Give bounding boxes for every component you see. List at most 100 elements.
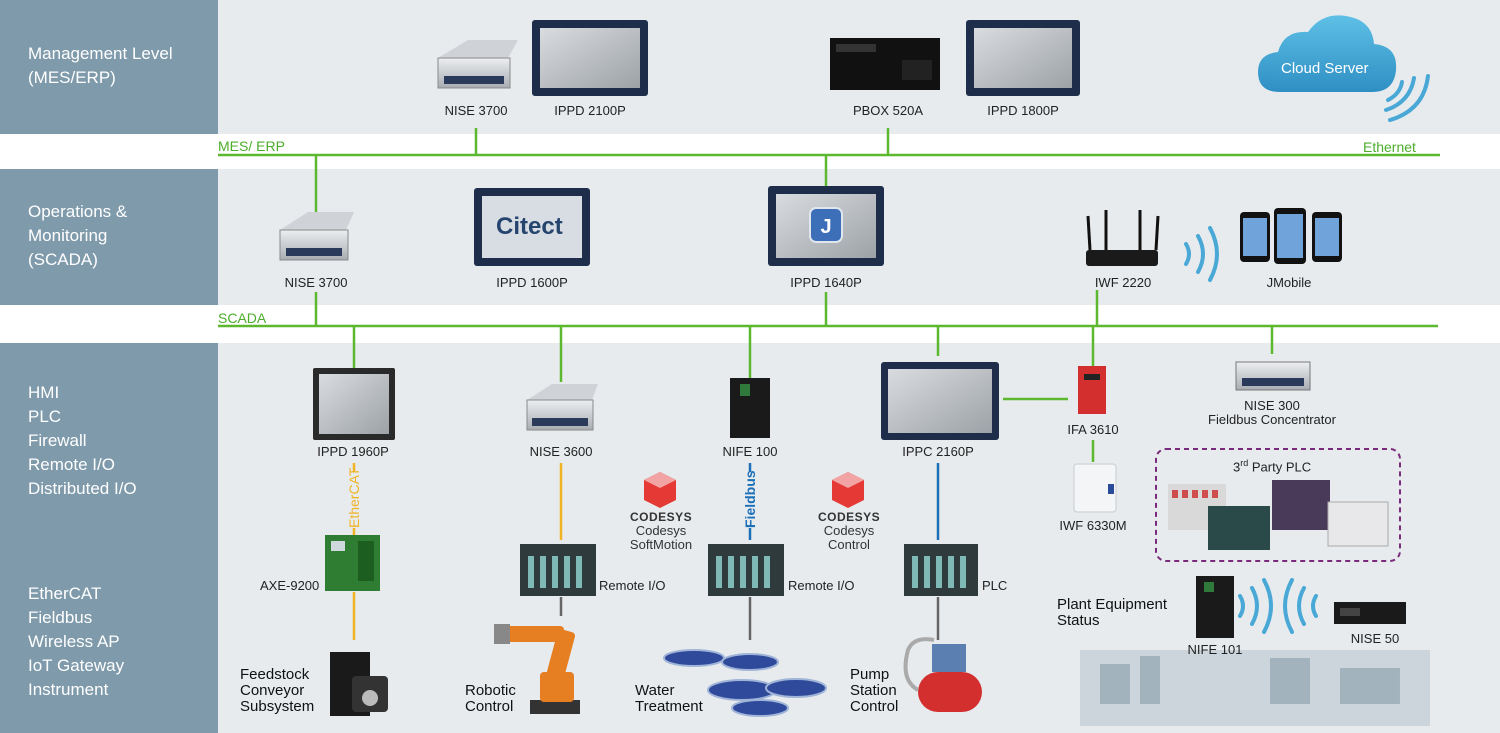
jmobile-phones [1240, 208, 1342, 264]
wireless-icon [1184, 226, 1219, 282]
nife100-label: NIFE 100 [722, 444, 778, 459]
mes-bus [218, 128, 1440, 212]
axe9200-label: AXE-9200 [260, 578, 320, 593]
nise50-device [1334, 602, 1406, 624]
app-line: Water [635, 682, 675, 699]
codesys-logo-2: CODESYS [818, 510, 881, 524]
ippc2160p-label: IPPC 2160P [902, 444, 974, 459]
ifa3610-label: IFA 3610 [1067, 422, 1119, 437]
third-party-plc-devices [1168, 480, 1389, 550]
level-line: Remote I/O [28, 455, 115, 474]
nise3700-ops-label: NISE 3700 [284, 275, 348, 290]
remote-io-2-label: Remote I/O [788, 578, 855, 593]
third-party-plc-frame [1155, 448, 1401, 562]
svg-text:J: J [820, 216, 831, 238]
level-line: PLC [28, 407, 62, 426]
jmobile-label: JMobile [1266, 275, 1312, 290]
level-operations: Operations & Monitoring (SCADA) [0, 169, 218, 305]
iwf2220-device [1086, 210, 1160, 266]
nife101-device [1196, 576, 1234, 638]
plc-label: PLC [982, 578, 1008, 593]
codesys-line: SoftMotion [629, 537, 693, 552]
app-line: Pump [850, 666, 890, 683]
pump-station-image [903, 637, 982, 712]
nise300-sub-label: Fieldbus Concentrator [1208, 412, 1336, 427]
app-line: Station [850, 682, 897, 699]
ippd1800p-label: IPPD 1800P [987, 103, 1059, 118]
third-party-sup: rd [1240, 458, 1249, 468]
scada-bus-label: SCADA [218, 310, 267, 326]
nise3600-device [526, 384, 598, 431]
codesys-line: Codesys [823, 523, 875, 538]
nise300-label: NISE 300 [1244, 398, 1300, 413]
nife100-device [730, 378, 770, 438]
ippc2160p-device [881, 362, 999, 440]
ethernet-bus-label: Ethernet [1363, 139, 1416, 155]
level-line: Monitoring [28, 226, 108, 245]
feedstock-label: Feedstock Conveyor Subsystem [240, 667, 314, 715]
codesys-logo-1: CODESYS [630, 510, 693, 524]
citect-logo: Citect [496, 213, 563, 240]
app-line: Subsystem [240, 698, 315, 715]
level-line: Fieldbus [28, 608, 93, 627]
app-line: Control [850, 698, 899, 715]
ethercat-label: EtherCAT [346, 467, 362, 528]
ippd1640p-label: IPPD 1640P [790, 275, 862, 290]
nise50-label: NISE 50 [1350, 631, 1400, 646]
level-line: IoT Gateway [28, 656, 125, 675]
level-line: Operations & [28, 202, 128, 221]
remote-io-2-device [708, 544, 784, 596]
nise3700-mgmt-label: NISE 3700 [444, 103, 508, 118]
third-party-num: 3 [1233, 459, 1241, 475]
third-party-plc-label: 3rd Party PLC [1233, 458, 1311, 474]
fieldbus-label: Fieldbus [742, 470, 758, 528]
app-line: Control [465, 698, 514, 715]
app-line: Robotic [465, 682, 516, 699]
pbox520a-device [830, 38, 940, 90]
pump-label: Pump Station Control [850, 667, 898, 715]
nise3700-mgmt-device [437, 40, 518, 89]
ippd1960p-device [313, 368, 395, 440]
iwf2220-label: IWF 2220 [1094, 275, 1152, 290]
water-label: Water Treatment [635, 683, 703, 715]
level-line: Distributed I/O [28, 479, 137, 498]
level-line: Wireless AP [28, 632, 120, 651]
app-line: Conveyor [240, 682, 305, 699]
codesys-control-label: Codesys Control [824, 524, 875, 552]
axe9200-device [325, 535, 380, 591]
ippd1640p-device: J [768, 186, 884, 266]
ippd1960p-label: IPPD 1960P [317, 444, 389, 459]
pbox520a-label: PBOX 520A [852, 103, 924, 118]
third-party-text: Party PLC [1248, 459, 1312, 475]
ippd2100p-label: IPPD 2100P [554, 103, 626, 118]
app-line: Plant Equipment [1057, 596, 1168, 613]
level-line: HMI [28, 383, 60, 402]
nife101-label: NIFE 101 [1187, 642, 1243, 657]
remote-io-1-label: Remote I/O [599, 578, 666, 593]
servo-motor-image [330, 652, 388, 716]
level-line: (SCADA) [28, 250, 98, 269]
cloud-server-label: Cloud Server [1281, 60, 1369, 77]
nise3700-ops-device [279, 212, 354, 261]
codesys-softmotion-label: Codesys SoftMotion [630, 524, 692, 552]
scada-bus [218, 290, 1438, 462]
nise300-device [1235, 361, 1311, 391]
remote-io-1-device [520, 544, 596, 596]
codesys-line: Control [828, 537, 870, 552]
level-management: Management Level (MES/ERP) [0, 0, 218, 134]
codesys-control-logo [832, 472, 864, 508]
codesys-line: Codesys [635, 523, 687, 538]
cloud-server-icon [1258, 15, 1430, 122]
level-line: Management Level [28, 44, 173, 63]
level-line: EtherCAT [28, 584, 102, 603]
level-line: Instrument [28, 680, 109, 699]
water-treatment-image [663, 649, 827, 717]
mes-bus-label: MES/ ERP [218, 138, 285, 154]
app-line: Feedstock [240, 666, 310, 683]
robot-arm-image [494, 624, 580, 714]
level-hmi-field: HMI PLC Firewall Remote I/O Distributed … [0, 343, 218, 733]
iwf6330m-device [1073, 463, 1117, 513]
level-line: (MES/ERP) [28, 68, 116, 87]
ifa3610-device [1078, 366, 1106, 414]
ippd1800p-device [966, 20, 1080, 96]
